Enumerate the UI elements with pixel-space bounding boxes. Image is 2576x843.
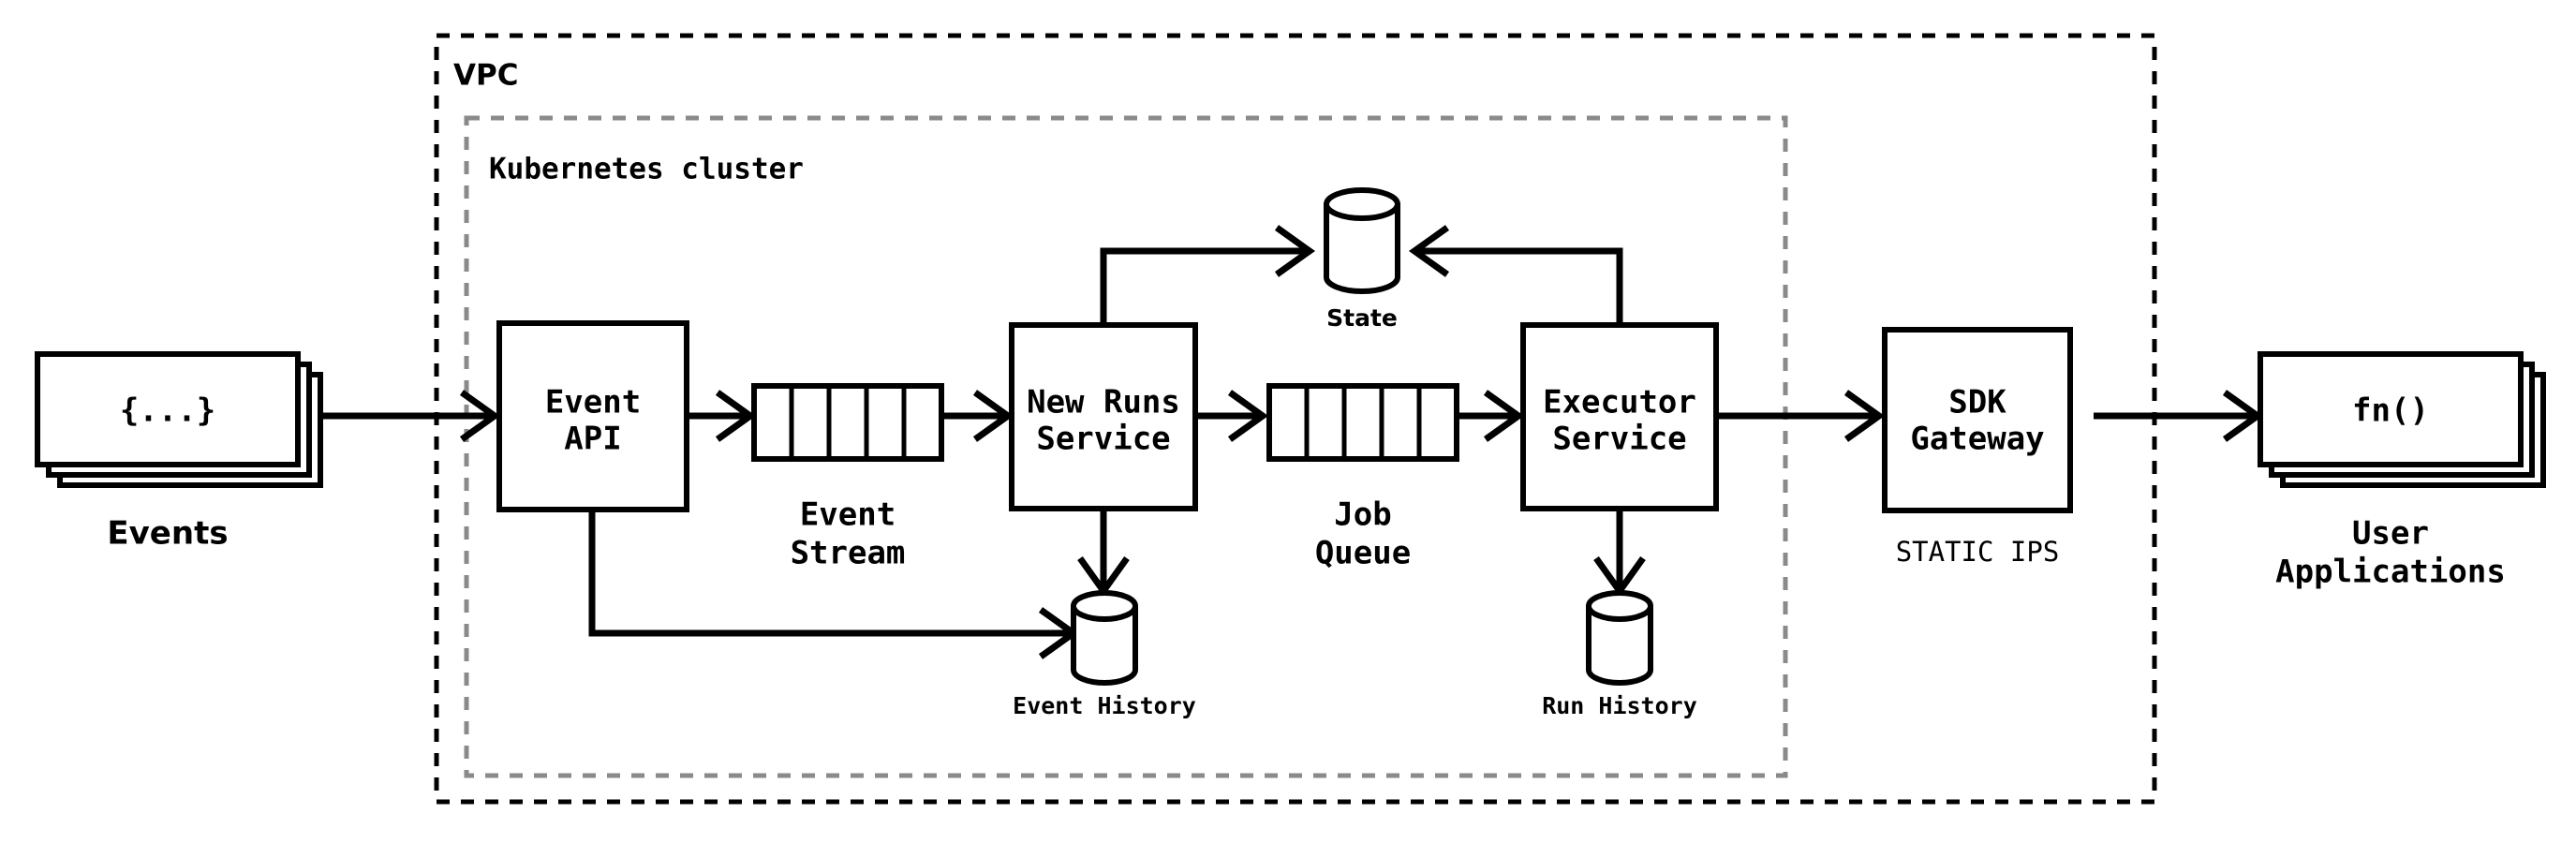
- edge-executor-service-to-run-history: [1593, 510, 1646, 598]
- event-stream-caption-line1: Event: [800, 496, 896, 534]
- events-body-label: {...}: [120, 392, 215, 430]
- run-history-cylinder-top: [1586, 590, 1653, 622]
- event-api-label-line1: Event: [545, 384, 641, 422]
- node-executor-service[interactable]: Executor Service: [1520, 322, 1719, 511]
- executor-service-label-line2: Service: [1552, 421, 1686, 458]
- node-events[interactable]: {...}: [35, 351, 323, 488]
- edge-new-runs-service-to-state: [1100, 225, 1316, 324]
- events-caption: Events: [107, 515, 228, 553]
- event-stream-queue: [751, 383, 944, 462]
- edge-events-to-event-api: [309, 390, 501, 442]
- state-caption: State: [1326, 304, 1398, 332]
- new-runs-service-box: [1009, 322, 1198, 511]
- user-applications-stack-layer-1: [2258, 351, 2524, 467]
- event-stream-caption-line2: Stream: [791, 535, 906, 572]
- edge-new-runs-service-to-event-history: [1077, 509, 1130, 598]
- node-user-applications[interactable]: fn(): [2258, 351, 2546, 488]
- node-new-runs-service[interactable]: New Runs Service: [1009, 322, 1198, 511]
- job-queue-queue: [1266, 383, 1459, 462]
- event-api-box: [496, 320, 689, 512]
- event-history-caption: Event History: [1013, 692, 1196, 719]
- event-history-cylinder-body: [1071, 603, 1138, 686]
- event-api-label-line2: API: [564, 421, 621, 458]
- edge-event-stream-to-new-runs-service: [942, 390, 1014, 442]
- node-event-stream[interactable]: [751, 383, 944, 462]
- sdk-gateway-label-line1: SDK: [1948, 384, 2006, 422]
- kubernetes-cluster-boundary: [464, 115, 1788, 778]
- events-stack-layer-1: [35, 351, 301, 467]
- node-state[interactable]: [1324, 187, 1400, 294]
- kubernetes-cluster-label: Kubernetes cluster: [489, 153, 804, 186]
- vpc-label: VPC: [453, 59, 518, 93]
- state-cylinder-body: [1324, 201, 1400, 294]
- run-history-caption: Run History: [1542, 692, 1697, 719]
- edge-event-api-to-event-stream: [687, 390, 757, 442]
- event-history-cylinder-top: [1071, 590, 1138, 622]
- user-applications-caption-line1: User: [2352, 515, 2429, 553]
- edge-executor-service-to-state: [1408, 225, 1623, 324]
- node-event-history[interactable]: [1071, 590, 1138, 686]
- edge-new-runs-service-to-job-queue: [1195, 390, 1269, 442]
- user-applications-caption-line2: Applications: [2275, 554, 2506, 591]
- edge-job-queue-to-executor-service: [1457, 390, 1525, 442]
- sdk-gateway-label-line2: Gateway: [1910, 421, 2044, 458]
- job-queue-caption-line2: Queue: [1315, 535, 1411, 572]
- user-applications-body-label: fn(): [2352, 392, 2429, 430]
- node-job-queue[interactable]: [1266, 383, 1459, 462]
- node-run-history[interactable]: [1586, 590, 1653, 686]
- node-event-api[interactable]: Event API: [496, 320, 689, 512]
- new-runs-service-label-line2: Service: [1036, 421, 1170, 458]
- new-runs-service-label-line1: New Runs: [1027, 384, 1180, 422]
- edge-executor-service-to-sdk-gateway: [1717, 390, 1886, 442]
- job-queue-caption-line1: Job: [1334, 496, 1391, 534]
- executor-service-label-line1: Executor: [1543, 384, 1696, 422]
- node-sdk-gateway[interactable]: SDK Gateway: [1882, 327, 2073, 513]
- run-history-cylinder-body: [1586, 603, 1653, 686]
- sdk-gateway-box: [1882, 327, 2073, 513]
- sdk-gateway-subcaption: STATIC IPS: [1896, 536, 2060, 568]
- edge-sdk-gateway-to-user-applications: [2094, 390, 2264, 442]
- executor-service-box: [1520, 322, 1719, 511]
- state-cylinder-top: [1324, 187, 1400, 221]
